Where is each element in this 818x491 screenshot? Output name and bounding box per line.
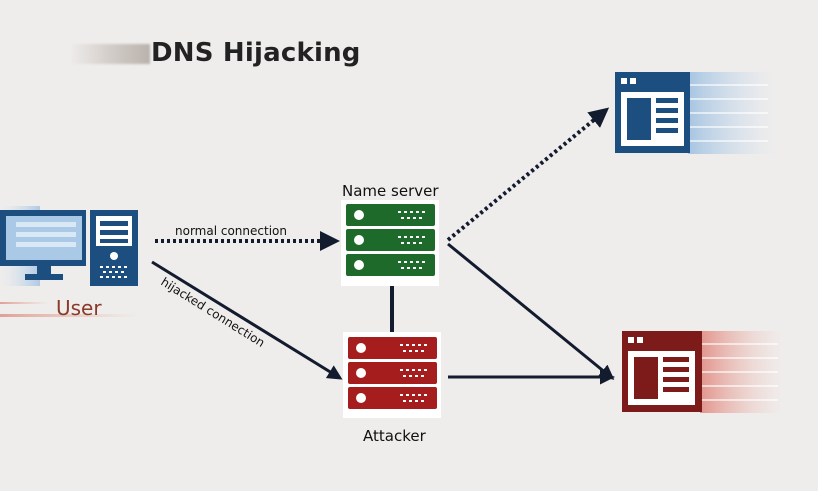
edge-nameserver-fake-site bbox=[447, 242, 615, 380]
diagram-title: DNS Hijacking bbox=[151, 38, 361, 68]
name-server-icon bbox=[341, 200, 439, 286]
label-attacker: Attacker bbox=[363, 427, 427, 445]
label-hijacked-connection: hijacked connection bbox=[158, 275, 267, 350]
attacker-server-icon bbox=[343, 332, 441, 418]
legitimate-website-icon bbox=[615, 72, 778, 154]
fake-website-icon bbox=[622, 331, 784, 413]
edge-nameserver-legit-site bbox=[446, 107, 610, 242]
title-decoration bbox=[70, 44, 150, 64]
label-user: User bbox=[56, 296, 102, 320]
user-computer-icon bbox=[0, 206, 140, 317]
edge-hijacked-connection bbox=[151, 260, 343, 380]
label-name-server: Name server bbox=[342, 182, 439, 200]
label-normal-connection: normal connection bbox=[175, 224, 287, 238]
